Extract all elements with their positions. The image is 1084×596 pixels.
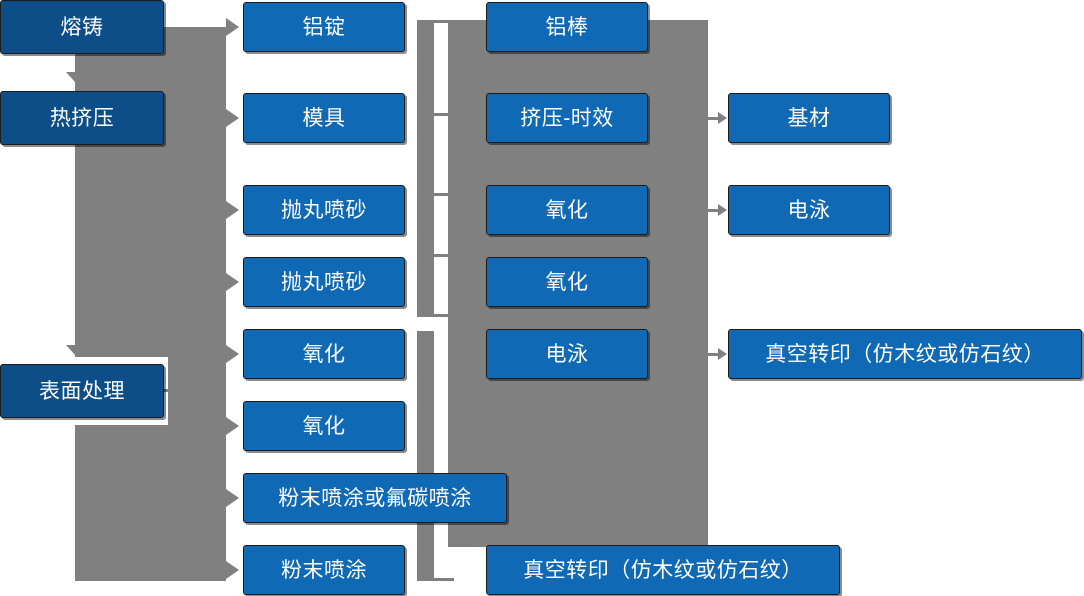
arrowhead-to-shotblast-2 <box>226 273 239 291</box>
arrowhead-to-electro-2 <box>718 204 727 216</box>
node-aluminum-rod[interactable]: 铝棒 <box>486 2 648 52</box>
node-substrate[interactable]: 基材 <box>728 93 890 143</box>
connector-rung-3 <box>434 193 454 196</box>
node-oxidation-2[interactable]: 氧化 <box>243 401 405 451</box>
node-shot-blasting-2[interactable]: 抛丸喷砂 <box>243 257 405 307</box>
connector-middle-rail-lower <box>417 331 434 581</box>
arrowhead-to-substrate <box>718 112 727 124</box>
connector-line-to-electro-2 <box>708 209 720 212</box>
connector-middle-rail-upper <box>417 20 434 317</box>
connector-line-to-substrate <box>708 117 720 120</box>
node-electrophoresis-1[interactable]: 电泳 <box>486 329 648 379</box>
connector-rung-6 <box>434 578 454 581</box>
node-mold[interactable]: 模具 <box>243 93 405 143</box>
arrowhead-to-ingot <box>226 18 239 36</box>
stage-box-surface-treatment[interactable]: 表面处理 <box>0 364 164 418</box>
arrow-down-to-surface <box>66 345 84 355</box>
node-oxidation-1[interactable]: 氧化 <box>243 329 405 379</box>
connector-rung-1 <box>434 20 454 23</box>
connector-stub-surface <box>164 389 186 392</box>
arrowhead-to-mold <box>226 109 239 127</box>
node-electrophoresis-2[interactable]: 电泳 <box>728 185 890 235</box>
node-oxidation-3[interactable]: 氧化 <box>486 185 648 235</box>
node-powder-coating[interactable]: 粉末喷涂 <box>243 545 405 595</box>
arrowhead-to-oxidation-1 <box>226 345 239 363</box>
connector-line-to-vacuum-2 <box>708 353 720 356</box>
arrow-down-to-extrusion <box>66 72 84 82</box>
arrowhead-to-powder <box>226 561 239 579</box>
node-powder-or-fluorocarbon-coating[interactable]: 粉末喷涂或氟碳喷涂 <box>243 473 507 523</box>
connector-rung-2 <box>434 113 454 116</box>
node-oxidation-4[interactable]: 氧化 <box>486 257 648 307</box>
arrowhead-to-oxidation-2 <box>226 417 239 435</box>
node-aluminum-ingot[interactable]: 铝锭 <box>243 2 405 52</box>
arrowhead-to-powder-fluor <box>226 489 239 507</box>
stage-box-melting[interactable]: 熔铸 <box>0 0 164 54</box>
stage-box-hot-extrusion[interactable]: 热挤压 <box>0 91 164 145</box>
node-vacuum-transfer-printing-1[interactable]: 真空转印（仿木纹或仿石纹） <box>486 545 840 595</box>
node-extrusion-aging[interactable]: 挤压-时效 <box>486 93 648 143</box>
arrowhead-to-shotblast-1 <box>226 201 239 219</box>
connector-rung-5 <box>434 314 454 317</box>
node-shot-blasting-1[interactable]: 抛丸喷砂 <box>243 185 405 235</box>
connector-rung-4 <box>434 254 454 257</box>
node-vacuum-transfer-printing-2[interactable]: 真空转印（仿木纹或仿石纹） <box>728 329 1082 379</box>
arrowhead-to-vacuum-2 <box>718 348 727 360</box>
